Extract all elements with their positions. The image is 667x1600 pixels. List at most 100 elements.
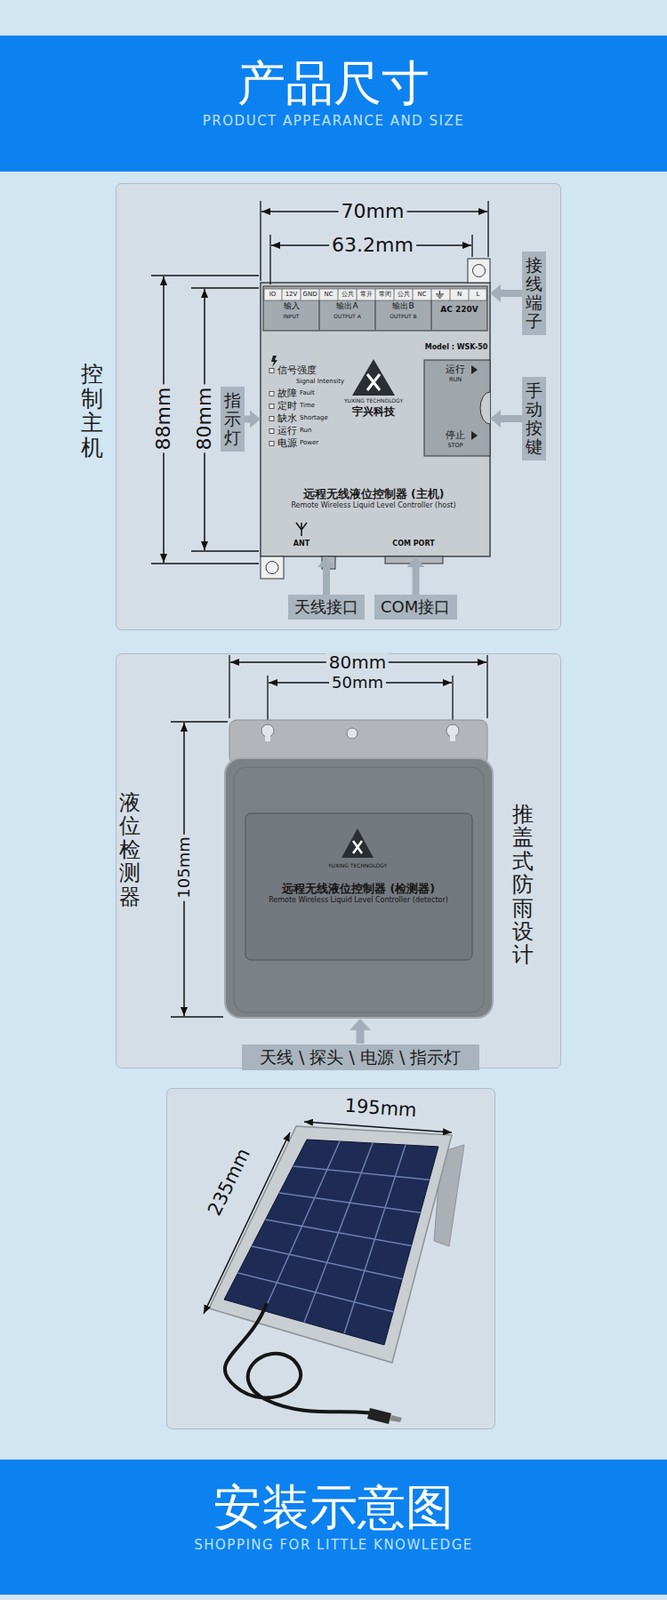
device-title: 远程无线液位控制器 (主机) <box>303 487 445 501</box>
terminal-group-label: 输出A <box>336 302 358 312</box>
brand-logo <box>352 359 395 396</box>
model-label: Model : WSK-50 <box>425 344 489 353</box>
extension-line <box>451 675 453 724</box>
dimension-label: 70mm <box>338 200 408 223</box>
indicator-led <box>269 392 274 397</box>
brand-label: YUXING TECHNOLOGY <box>344 398 403 405</box>
section-title: 产品尺寸 <box>0 55 667 113</box>
indicator-label: Fault <box>299 390 315 398</box>
signal-icon <box>271 355 278 368</box>
dimension-label: 105mm <box>175 834 193 901</box>
brand-label: 宇兴科技 <box>352 406 395 418</box>
device-title: 远程无线液位控制器 (检测器) <box>281 882 435 896</box>
section-subtitle: PRODUCT APPEARANCE AND SIZE <box>0 112 667 130</box>
extension-line <box>191 550 259 552</box>
solar-cells <box>224 1140 439 1346</box>
section-subtitle: SHOPPING FOR LITTLE KNOWLEDGE <box>0 1536 667 1555</box>
extension-line <box>486 655 488 719</box>
indicator-label: 电源 <box>277 438 298 450</box>
callout-text: 手动按键 <box>525 381 543 457</box>
extension-line <box>266 675 268 724</box>
arrowhead <box>490 409 501 428</box>
terminal-dividers <box>281 289 469 301</box>
callout-text: 天线接口 <box>294 597 359 618</box>
callout-arrow <box>407 556 426 595</box>
extension-line <box>170 1016 224 1018</box>
indicator-led <box>269 417 274 422</box>
port-label: ANT <box>293 540 310 549</box>
indicator-label: Shortage <box>299 415 329 423</box>
arrow-shaft <box>412 566 420 595</box>
button-label: RUN <box>449 377 462 384</box>
mounting-tab <box>467 258 491 283</box>
dimension-label: 50mm <box>329 674 386 692</box>
callout-box: 天线接口 <box>288 594 365 620</box>
indicator-led <box>269 429 274 434</box>
terminal-group-label: INPUT <box>283 313 300 320</box>
button-cutout <box>480 392 491 425</box>
button-label: STOP <box>447 442 463 450</box>
extension-line <box>259 200 261 282</box>
callout-box: 天线 \ 探头 \ 电源 \ 指示灯 <box>241 1044 480 1071</box>
mounting-hole <box>265 562 279 575</box>
terminal-group-label: OUTPUT A <box>333 313 361 320</box>
detector-plate-fill <box>245 813 473 961</box>
terminal-strip <box>263 286 488 331</box>
terminal-group-dividers <box>319 300 432 330</box>
dimension-label: 63.2mm <box>329 234 417 257</box>
brand-label: YUXING TECHNOLOGY <box>328 863 387 870</box>
mounting-tab <box>260 556 284 579</box>
panel-title: 液位检测器 <box>119 791 141 909</box>
indicator-label: Run <box>299 427 312 435</box>
dimension-label: 195mm <box>341 1095 420 1122</box>
device-subtitle: Remote Wireless Liquid Level Controller … <box>290 501 456 511</box>
terminal-pin-label: 公共 <box>341 291 354 299</box>
brand-logo <box>341 828 374 859</box>
detector-plate: 远程无线液位控制器 (检测器)Remote Wireless Liquid Le… <box>245 813 473 961</box>
terminal-pin-label: L <box>476 291 481 299</box>
header-band-fill <box>0 35 667 172</box>
indicator-label: 信号强度 <box>277 365 317 377</box>
indicator-led <box>269 369 274 374</box>
dimension-line <box>304 1122 452 1134</box>
indicator-led <box>269 404 274 410</box>
terminal-pin-label: NC <box>417 291 426 299</box>
dc-plug-tip <box>389 1415 402 1423</box>
port-label: COM PORT <box>392 540 434 549</box>
antenna-symbol <box>296 522 307 537</box>
keyhole-slot <box>265 731 271 742</box>
indicator-label: Time <box>299 402 315 410</box>
panel-fill <box>116 184 562 631</box>
callout-arrow <box>490 409 523 428</box>
arrowhead <box>249 410 261 429</box>
button-label: 停止 <box>445 430 466 442</box>
callout-text: COM接口 <box>380 597 451 618</box>
callout-arrow <box>490 284 523 303</box>
terminal-pin-label: 常闭 <box>378 291 392 299</box>
power-cable <box>225 1303 372 1415</box>
dimension-label: 80mm <box>326 652 389 673</box>
dimension-label: 88mm <box>152 385 175 454</box>
mounting-hole <box>473 265 486 278</box>
arrowhead <box>407 556 426 568</box>
button-pointer <box>471 431 478 441</box>
section-title: 安装示意图 <box>0 1479 667 1537</box>
indicator-led <box>269 441 274 447</box>
dc-plug <box>367 1408 392 1425</box>
extension-lines <box>151 200 489 1018</box>
callout-box: 接线端子 <box>522 251 547 336</box>
extension-line <box>191 287 259 289</box>
arrow-shaft <box>499 415 523 423</box>
host-housing <box>260 282 491 557</box>
terminal-pin-label: 12V <box>285 291 298 299</box>
footer-band: 安装示意图SHOPPING FOR LITTLE KNOWLEDGE <box>0 1460 667 1596</box>
indicator-label: 运行 <box>277 425 298 437</box>
callout-arrow <box>317 556 336 595</box>
indicator-label: Signal Intensity <box>296 378 345 386</box>
arrow-shaft <box>322 566 330 595</box>
terminal-cells <box>264 289 487 301</box>
dimension-label: 235mm <box>203 1143 257 1222</box>
header-band: 产品尺寸PRODUCT APPEARANCE AND SIZE <box>0 35 667 172</box>
